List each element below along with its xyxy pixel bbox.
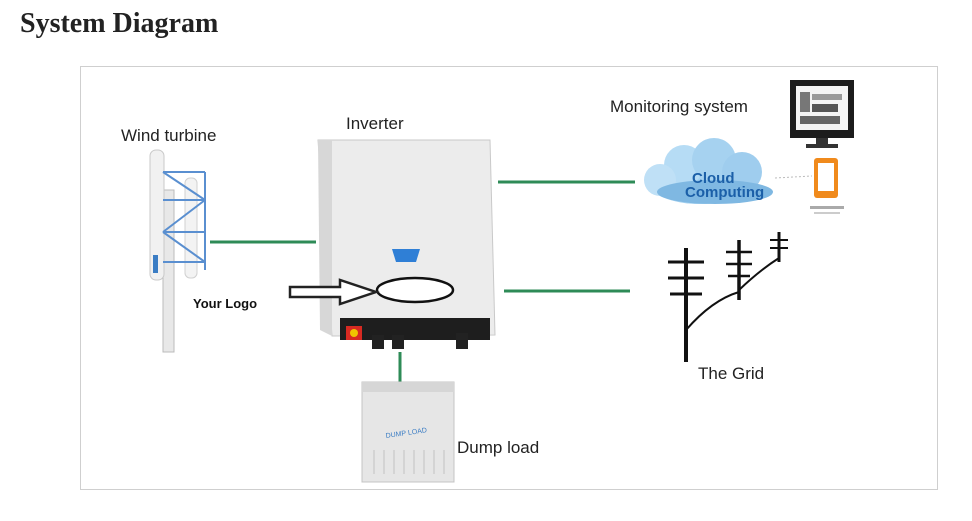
monitoring-system-label: Monitoring system xyxy=(610,97,748,116)
dump-load-icon xyxy=(361,381,455,483)
inverter-label: Inverter xyxy=(346,114,404,133)
wind-turbine-icon xyxy=(149,149,206,353)
cloud-label-line2: Computing xyxy=(685,184,764,201)
the-grid-label: The Grid xyxy=(698,364,765,383)
inverter-port-icon xyxy=(392,249,420,262)
wind-turbine-label: Wind turbine xyxy=(121,126,217,145)
logo-arrow-icon xyxy=(288,278,380,306)
phone-icon xyxy=(810,158,844,214)
wireless-link-line xyxy=(774,175,813,179)
monitor-icon xyxy=(790,80,854,148)
dump-load-label: Dump load xyxy=(457,438,540,457)
page-title: System Diagram xyxy=(20,8,219,39)
your-logo-label: Your Logo xyxy=(193,296,258,311)
logo-placeholder-ellipse xyxy=(375,276,455,304)
cloud-computing-icon xyxy=(644,138,773,204)
cloud-label-line1: Cloud xyxy=(692,170,735,187)
utility-poles-icon xyxy=(668,232,788,362)
connector-lines xyxy=(210,180,635,382)
inverter-icon xyxy=(317,139,496,349)
